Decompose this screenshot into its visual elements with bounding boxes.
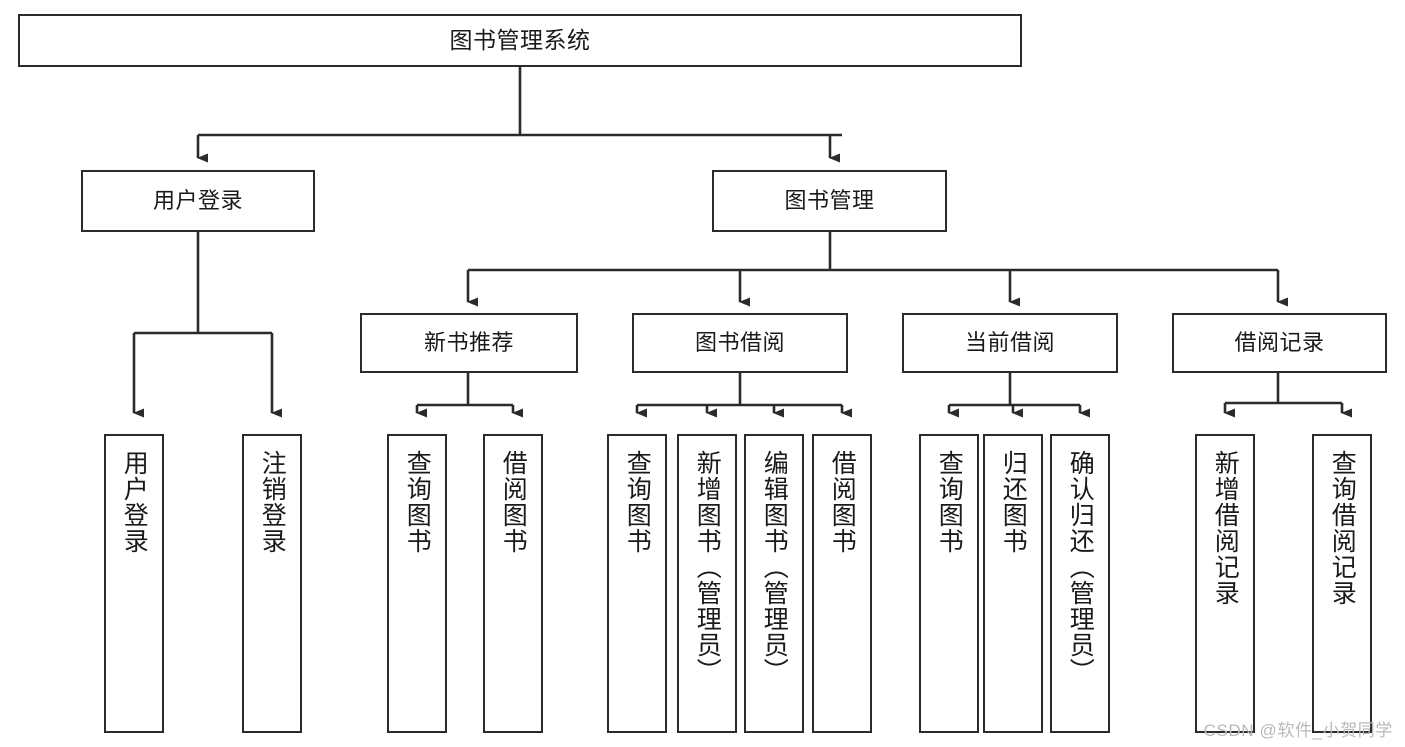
node-label: 图书借阅	[694, 330, 785, 356]
node-leaf-edit-book-admin[interactable]: 编辑图书（管理员）	[744, 434, 804, 733]
node-label: 当前借阅	[964, 330, 1055, 356]
node-leaf-query-book-borrow[interactable]: 查询图书	[607, 434, 667, 733]
node-user-login[interactable]: 用户登录	[81, 170, 315, 232]
node-label: 查询借阅记录	[1328, 450, 1357, 606]
node-leaf-query-borrow-record[interactable]: 查询借阅记录	[1312, 434, 1372, 733]
node-borrow-record[interactable]: 借阅记录	[1172, 313, 1387, 373]
node-label: 归还图书	[999, 450, 1028, 554]
node-current-borrow[interactable]: 当前借阅	[902, 313, 1118, 373]
node-label: 确认归还（管理员）	[1066, 450, 1095, 684]
node-leaf-borrow-book[interactable]: 借阅图书	[812, 434, 872, 733]
node-label: 注销登录	[258, 450, 287, 554]
node-label: 新增借阅记录	[1211, 450, 1240, 606]
node-label: 新增图书（管理员）	[693, 450, 722, 684]
node-leaf-add-book-admin[interactable]: 新增图书（管理员）	[677, 434, 737, 733]
node-leaf-query-book-current[interactable]: 查询图书	[919, 434, 979, 733]
node-label: 查询图书	[935, 450, 964, 554]
node-leaf-logout[interactable]: 注销登录	[242, 434, 302, 733]
node-label: 新书推荐	[423, 330, 514, 356]
node-label: 图书管理系统	[449, 27, 591, 54]
node-root-book-management-system[interactable]: 图书管理系统	[18, 14, 1022, 67]
node-leaf-user-login[interactable]: 用户登录	[104, 434, 164, 733]
node-label: 查询图书	[403, 450, 432, 554]
node-label: 图书管理	[784, 188, 875, 214]
node-new-book-recommendation[interactable]: 新书推荐	[360, 313, 578, 373]
node-leaf-query-book-newbook[interactable]: 查询图书	[387, 434, 447, 733]
node-leaf-add-borrow-record[interactable]: 新增借阅记录	[1195, 434, 1255, 733]
node-label: 借阅图书	[499, 450, 528, 554]
node-label: 用户登录	[152, 188, 243, 214]
node-label: 用户登录	[120, 450, 149, 554]
node-leaf-borrow-book-newbook[interactable]: 借阅图书	[483, 434, 543, 733]
node-leaf-confirm-return-admin[interactable]: 确认归还（管理员）	[1050, 434, 1110, 733]
node-leaf-return-book[interactable]: 归还图书	[983, 434, 1043, 733]
node-label: 编辑图书（管理员）	[760, 450, 789, 684]
node-label: 查询图书	[623, 450, 652, 554]
node-label: 借阅记录	[1234, 330, 1325, 356]
csdn-watermark: CSDN @软件_小贺同学	[1203, 721, 1393, 740]
node-book-borrow[interactable]: 图书借阅	[632, 313, 848, 373]
node-book-management[interactable]: 图书管理	[712, 170, 947, 232]
node-label: 借阅图书	[828, 450, 857, 554]
